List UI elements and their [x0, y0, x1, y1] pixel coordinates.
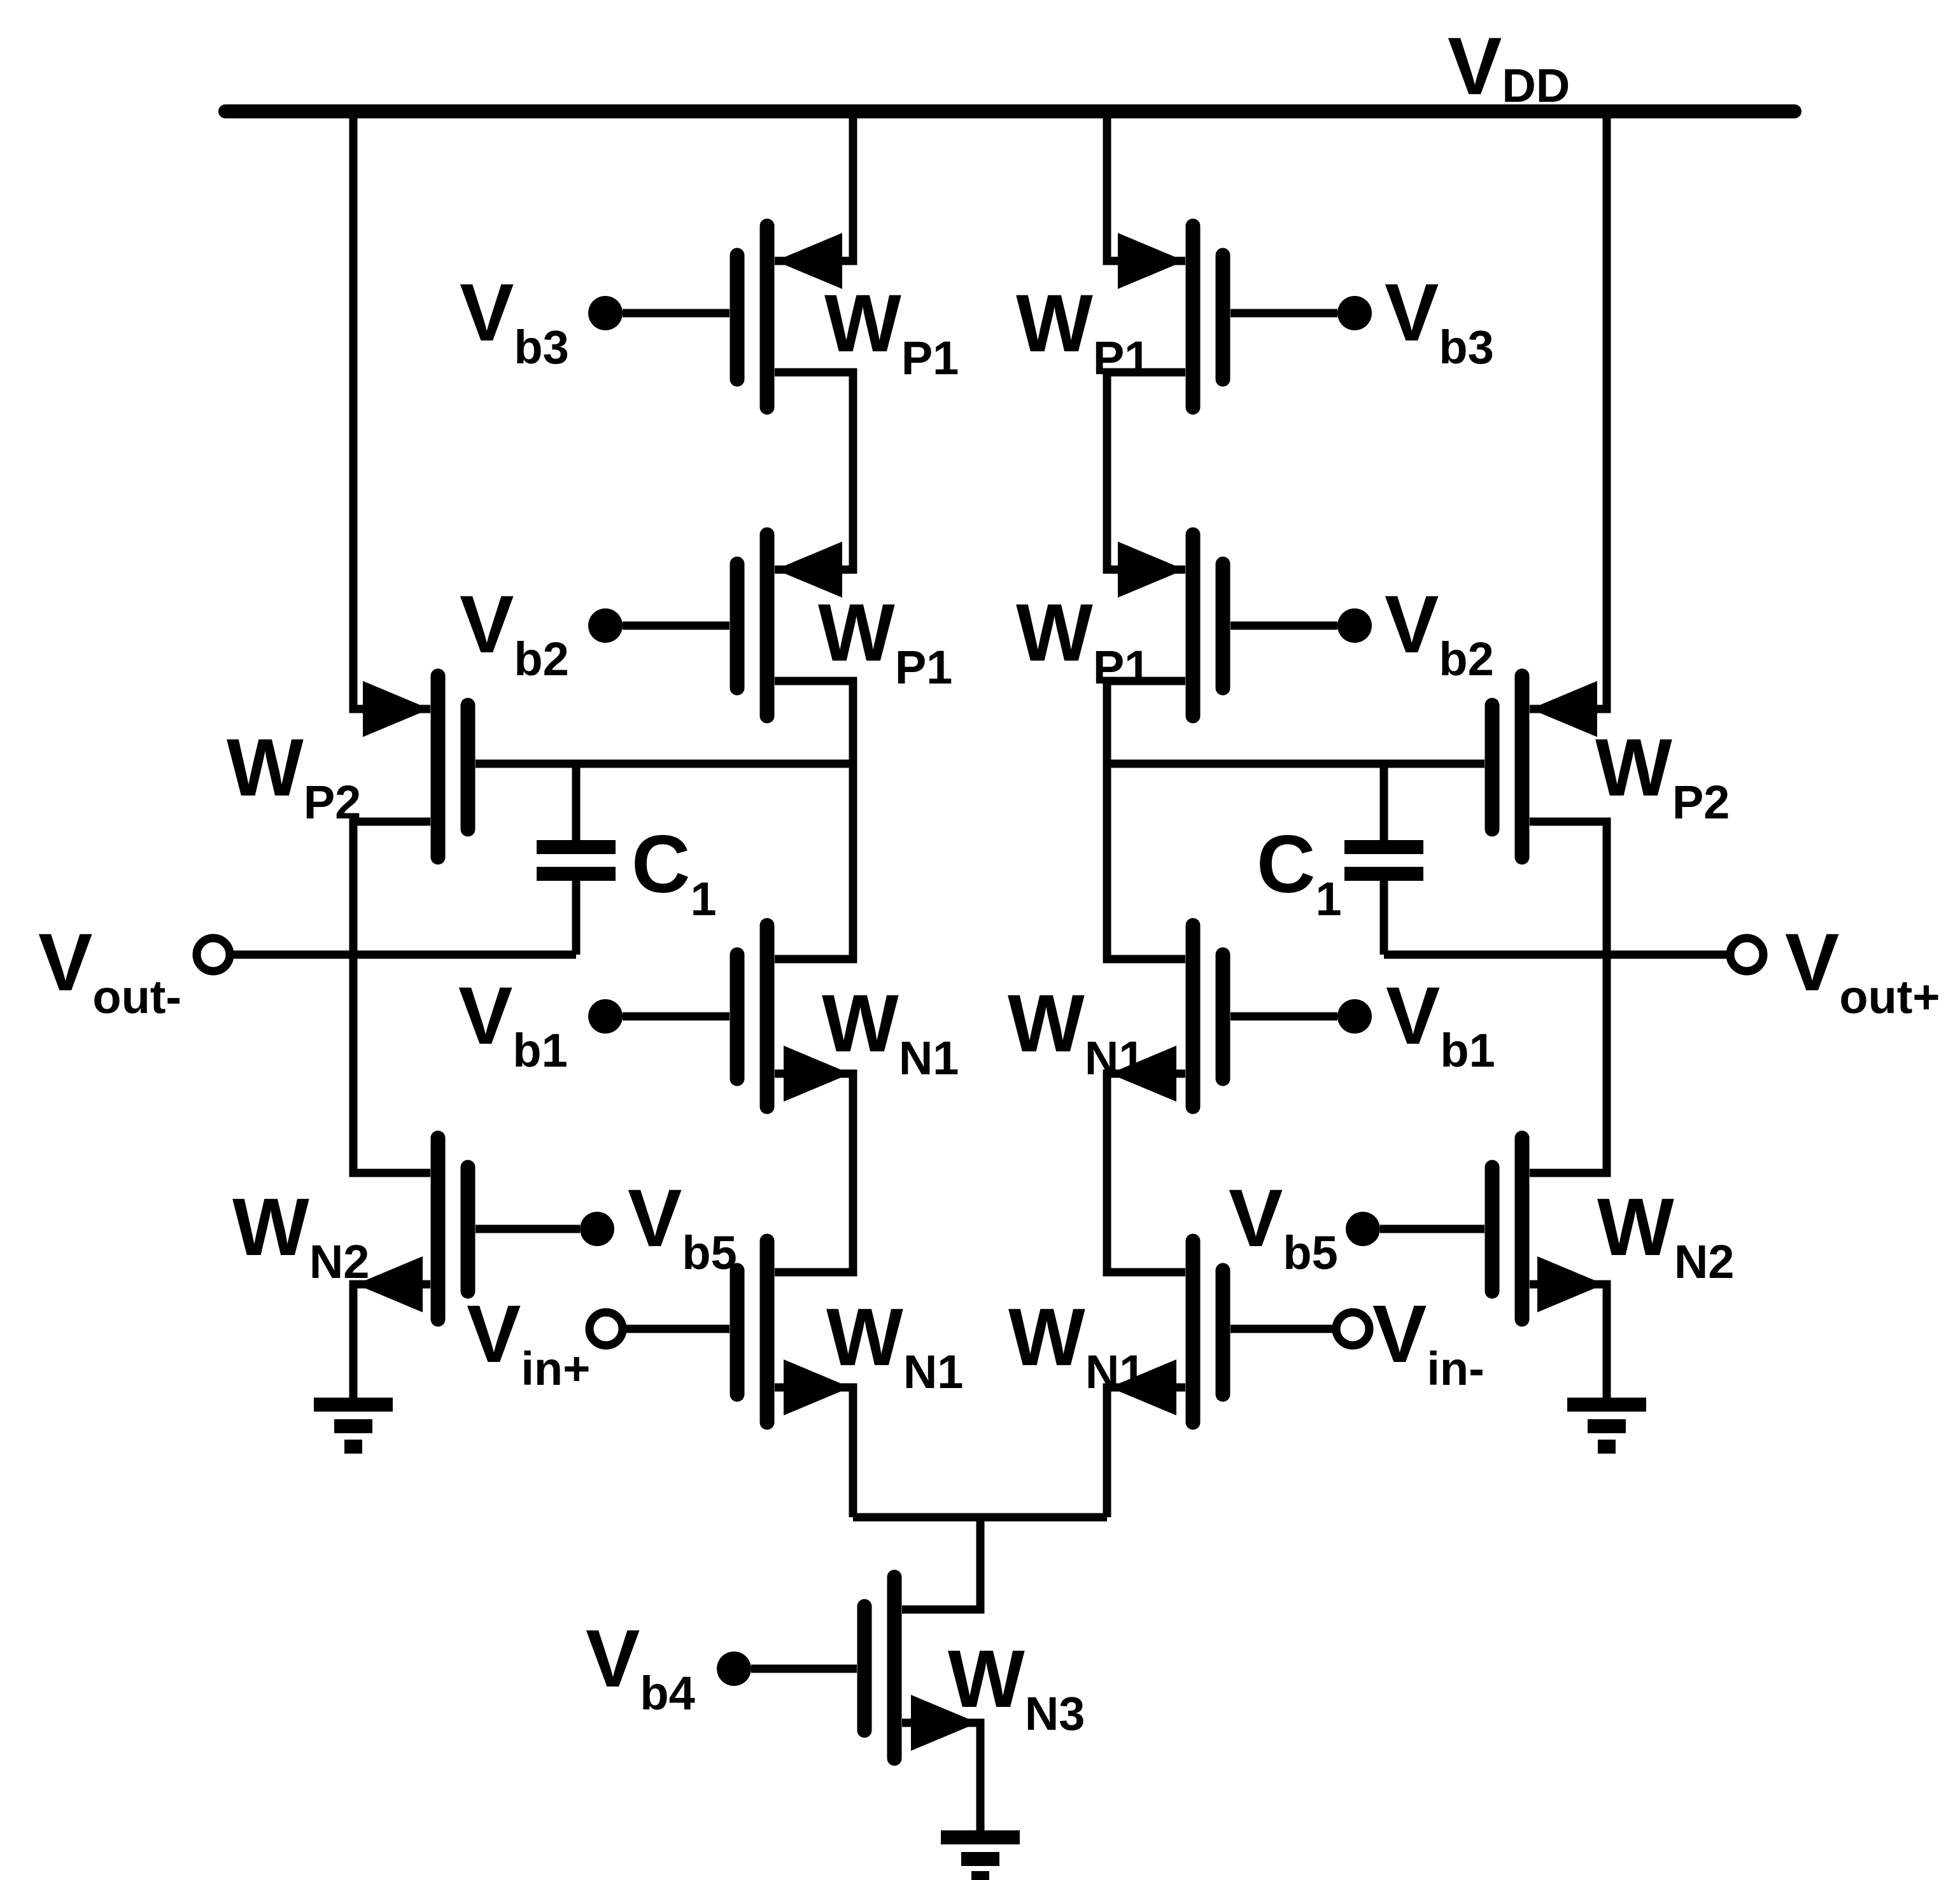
label-c1-right: C1	[1257, 819, 1342, 925]
vout-minus-terminal	[192, 934, 234, 976]
wire-wp2-left-drain-to-wn2-left-drain	[349, 817, 430, 1177]
transistor-wp1-top-right	[1118, 218, 1230, 415]
wn2-left-source-arrow-icon	[356, 1256, 423, 1312]
wp2-left-source-arrow-icon	[363, 681, 430, 737]
label-wn3: WN3	[948, 1634, 1085, 1740]
label-c1-left: C1	[631, 819, 717, 925]
label-vb5-right: Vb5	[1229, 1173, 1338, 1279]
transistor-wp1-mid-right	[1118, 527, 1230, 724]
wp1-top-left-source-arrow-icon	[775, 233, 842, 289]
transistor-wn1-cascode-left	[730, 918, 850, 1114]
ground-symbol-center	[941, 1830, 1020, 1880]
capacitor-c1-left	[537, 764, 616, 955]
vb3-right-node-dot	[1337, 296, 1372, 330]
label-vb2-right: Vb2	[1385, 579, 1494, 685]
label-vout-plus: Vout+	[1785, 917, 1940, 1023]
transistor-wn3-tail	[857, 1569, 978, 1766]
label-vb3-left: Vb3	[460, 267, 569, 374]
wire-wp2-right-drain-to-wn2-right-drain	[1530, 817, 1611, 1177]
vin-plus-terminal	[585, 1308, 627, 1350]
label-vdd: VDD	[1448, 21, 1570, 112]
vb1-right-node-dot	[1337, 999, 1372, 1034]
vin-minus-terminal	[1332, 1308, 1374, 1350]
transistor-wp1-mid-left	[730, 527, 842, 724]
label-vin-plus: Vin+	[467, 1289, 590, 1395]
label-vin-minus: Vin-	[1372, 1289, 1484, 1395]
gate-wires	[476, 309, 1484, 1673]
label-vb2-left: Vb2	[460, 579, 569, 685]
label-wn1-input-left: WN1	[826, 1292, 963, 1398]
label-wp1-top-right: WP1	[1016, 278, 1150, 384]
ground-symbol-left	[314, 1398, 393, 1454]
wn1-cascode-left-source-arrow-icon	[784, 1046, 850, 1102]
label-wn2-right: WN2	[1597, 1182, 1734, 1288]
wn1-input-left-source-arrow-icon	[784, 1359, 850, 1415]
wire-wp1-midright-drain-to-wn1-cascright-drain	[1103, 677, 1185, 964]
wire-tail-to-wn3-drain	[902, 1517, 985, 1614]
transistor-wp2-right	[1484, 668, 1597, 865]
wp1-mid-left-source-arrow-icon	[775, 542, 842, 598]
vb4-node-dot	[717, 1652, 751, 1686]
label-vb1-right: Vb1	[1386, 971, 1495, 1077]
wp1-mid-right-source-arrow-icon	[1118, 542, 1185, 598]
transistor-wp2-left	[363, 668, 476, 865]
label-wn1-input-right: WN1	[1008, 1292, 1145, 1398]
wp2-right-source-arrow-icon	[1530, 681, 1597, 737]
vb5-left-node-dot	[580, 1212, 614, 1246]
capacitor-c1-right	[1344, 764, 1423, 955]
label-wn2-left: WN2	[232, 1182, 369, 1288]
wn2-right-source-arrow-icon	[1537, 1256, 1604, 1312]
wn1-input-right-source-arrow-icon	[1110, 1359, 1176, 1415]
wn3-source-arrow-icon	[911, 1695, 978, 1751]
transistor-wn1-cascode-right	[1110, 918, 1230, 1114]
label-wn1-cascode-right: WN1	[1008, 978, 1145, 1084]
label-vb4: Vb4	[586, 1613, 695, 1720]
vb2-left-node-dot	[588, 608, 623, 643]
vb1-left-node-dot	[588, 999, 623, 1034]
transistor-wn1-input-right	[1110, 1233, 1230, 1430]
vout-plus-terminal	[1726, 934, 1768, 976]
ground-symbol-right	[1567, 1398, 1646, 1454]
label-vout-minus: Vout-	[38, 917, 181, 1023]
label-wp2-left: WP2	[227, 722, 361, 829]
vb3-left-node-dot	[588, 296, 623, 330]
vb5-right-node-dot	[1346, 1212, 1380, 1246]
transistor-wn2-right	[1484, 1130, 1604, 1327]
transistor-wn1-input-left	[730, 1233, 850, 1430]
label-wp1-mid-right: WP1	[1016, 587, 1150, 694]
label-vb5-left: Vb5	[628, 1173, 737, 1279]
label-wp1-top-left: WP1	[824, 278, 959, 384]
label-vb3-right: Vb3	[1385, 267, 1494, 374]
label-wp1-mid-left: WP1	[818, 587, 952, 694]
wire-wp1-midleft-drain-to-wn1-cascleft-drain	[775, 677, 857, 964]
transistor-wn2-left	[356, 1130, 476, 1327]
transistor-wp1-top-left	[730, 218, 842, 415]
label-vb1-left: Vb1	[458, 971, 568, 1077]
label-wp2-right: WP2	[1595, 722, 1730, 829]
label-wn1-cascode-left: WN1	[822, 978, 959, 1084]
wn1-cascode-right-source-arrow-icon	[1110, 1046, 1176, 1102]
wp1-top-right-source-arrow-icon	[1118, 233, 1185, 289]
vb2-right-node-dot	[1337, 608, 1372, 643]
